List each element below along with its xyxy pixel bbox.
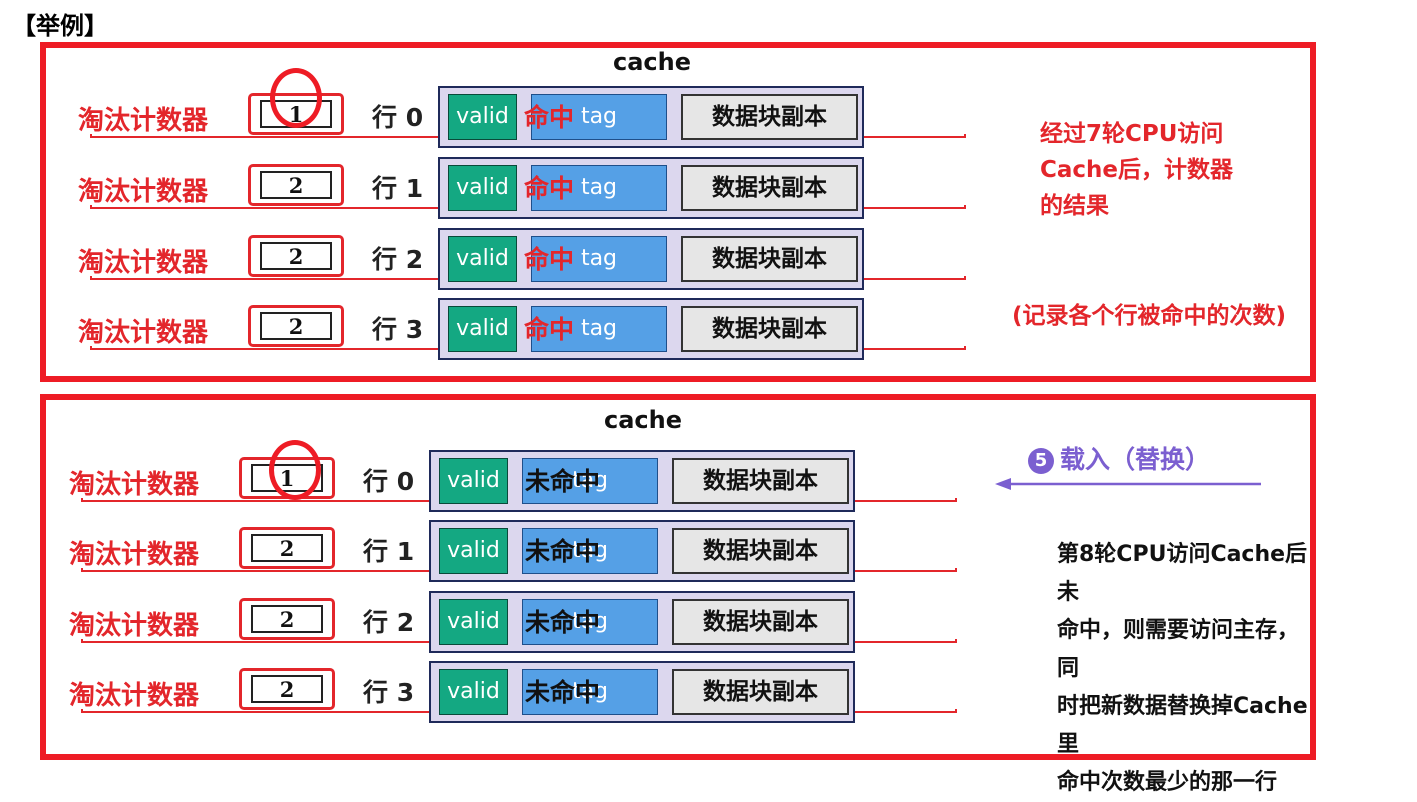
result-subnote: (记录各个行被命中的次数) <box>1012 303 1287 329</box>
data-block: 数据块副本 <box>681 306 858 352</box>
row-label: 行 2 <box>372 245 424 274</box>
cache-line: valid tag 数据块副本 <box>438 157 864 219</box>
note-line: 的结果 <box>1040 193 1109 219</box>
cache-line: valid tag 数据块副本 <box>429 661 855 723</box>
step-number-badge: 5 <box>1028 448 1054 474</box>
counter-label: 淘汰计数器 <box>69 611 200 641</box>
page-heading: 【举例】 <box>12 12 108 40</box>
miss-status: 未命中 <box>525 537 601 566</box>
cache-row-2: 淘汰计数器 2 行 2 valid tag 数据块副本 命中 <box>78 228 978 290</box>
row-label: 行 0 <box>372 103 424 132</box>
counter-label: 淘汰计数器 <box>69 470 200 500</box>
note-line: 命中，则需要访问主存，同 <box>1057 618 1300 681</box>
hit-status: 命中 <box>524 103 575 132</box>
data-block: 数据块副本 <box>672 669 849 715</box>
data-block: 数据块副本 <box>672 528 849 574</box>
cache-row-1: 淘汰计数器 2 行 1 valid tag 数据块副本 命中 <box>78 157 978 219</box>
counter-box: 2 <box>248 164 344 206</box>
data-block: 数据块副本 <box>672 599 849 645</box>
left-arrow-icon <box>995 478 1261 490</box>
replacement-note: 第8轮CPU访问Cache后未 命中，则需要访问主存，同 时把新数据替换掉Cac… <box>1057 536 1310 802</box>
counter-box: 2 <box>239 527 335 569</box>
cache-line: valid tag 数据块副本 <box>438 86 864 148</box>
counter-label: 淘汰计数器 <box>69 540 200 570</box>
row-label: 行 1 <box>372 174 424 203</box>
row-label: 行 0 <box>363 467 415 496</box>
tag-field: tag <box>522 528 658 574</box>
tag-field: tag <box>522 599 658 645</box>
valid-bit: valid <box>439 528 508 574</box>
hit-status: 命中 <box>524 245 575 274</box>
cache-row-2: 淘汰计数器 2 行 2 valid tag 数据块副本 未命中 <box>69 591 969 653</box>
valid-bit: valid <box>448 94 517 140</box>
counter-value: 2 <box>260 171 332 199</box>
counter-value: 2 <box>260 312 332 340</box>
cache-row-0: 淘汰计数器 1 行 0 valid tag 数据块副本 命中 <box>78 86 978 148</box>
cache-row-3: 淘汰计数器 2 行 3 valid tag 数据块副本 命中 <box>78 298 978 360</box>
valid-bit: valid <box>439 669 508 715</box>
counter-value: 2 <box>251 675 323 703</box>
valid-bit: valid <box>439 458 508 504</box>
counter-label: 淘汰计数器 <box>69 681 200 711</box>
cache-line: valid tag 数据块副本 <box>438 298 864 360</box>
step-label: 载入（替换） <box>1060 445 1211 474</box>
top-panel: cache 淘汰计数器 1 行 0 valid tag 数据块副本 命中 淘汰计… <box>40 42 1316 382</box>
miss-status: 未命中 <box>525 608 601 637</box>
valid-bit: valid <box>448 165 517 211</box>
data-block: 数据块副本 <box>681 236 858 282</box>
cache-line: valid tag 数据块副本 <box>429 450 855 512</box>
highlight-circle <box>269 440 321 500</box>
counter-value: 2 <box>251 605 323 633</box>
tag-field: tag <box>522 669 658 715</box>
cache-title: cache <box>604 406 683 434</box>
highlight-circle <box>270 68 322 128</box>
note-line: Cache后，计数器 <box>1040 157 1234 183</box>
counter-box: 2 <box>248 305 344 347</box>
cache-line: valid tag 数据块副本 <box>429 591 855 653</box>
counter-value: 2 <box>260 242 332 270</box>
valid-bit: valid <box>448 306 517 352</box>
counter-label: 淘汰计数器 <box>78 318 209 348</box>
miss-status: 未命中 <box>525 678 601 707</box>
row-label: 行 3 <box>363 678 415 707</box>
cache-row-1: 淘汰计数器 2 行 1 valid tag 数据块副本 未命中 <box>69 520 969 582</box>
miss-status: 未命中 <box>525 467 601 496</box>
cache-row-3: 淘汰计数器 2 行 3 valid tag 数据块副本 未命中 <box>69 661 969 723</box>
data-block: 数据块副本 <box>672 458 849 504</box>
valid-bit: valid <box>439 599 508 645</box>
cache-line: valid tag 数据块副本 <box>438 228 864 290</box>
counter-label: 淘汰计数器 <box>78 248 209 278</box>
counter-box: 2 <box>239 668 335 710</box>
counter-box: 2 <box>239 598 335 640</box>
hit-status: 命中 <box>524 174 575 203</box>
tag-field: tag <box>522 458 658 504</box>
valid-bit: valid <box>448 236 517 282</box>
counter-value: 2 <box>251 534 323 562</box>
cache-row-0: 淘汰计数器 1 行 0 valid tag 数据块副本 未命中 <box>69 450 969 512</box>
counter-label: 淘汰计数器 <box>78 177 209 207</box>
data-block: 数据块副本 <box>681 165 858 211</box>
note-line: 经过7轮CPU访问 <box>1040 121 1224 147</box>
note-line: 时把新数据替换掉Cache里 <box>1057 694 1308 757</box>
counter-label: 淘汰计数器 <box>78 106 209 136</box>
row-label: 行 3 <box>372 315 424 344</box>
note-line: 命中次数最少的那一行 <box>1057 770 1278 795</box>
data-block: 数据块副本 <box>681 94 858 140</box>
tag-field: tag <box>531 236 667 282</box>
cache-title: cache <box>613 48 692 76</box>
tag-field: tag <box>531 306 667 352</box>
tag-field: tag <box>531 94 667 140</box>
row-label: 行 2 <box>363 608 415 637</box>
cache-line: valid tag 数据块副本 <box>429 520 855 582</box>
note-line: 第8轮CPU访问Cache后未 <box>1057 542 1308 605</box>
counter-box: 2 <box>248 235 344 277</box>
row-label: 行 1 <box>363 537 415 566</box>
result-note: 经过7轮CPU访问 Cache后，计数器 的结果 <box>1040 116 1233 224</box>
hit-status: 命中 <box>524 315 575 344</box>
tag-field: tag <box>531 165 667 211</box>
